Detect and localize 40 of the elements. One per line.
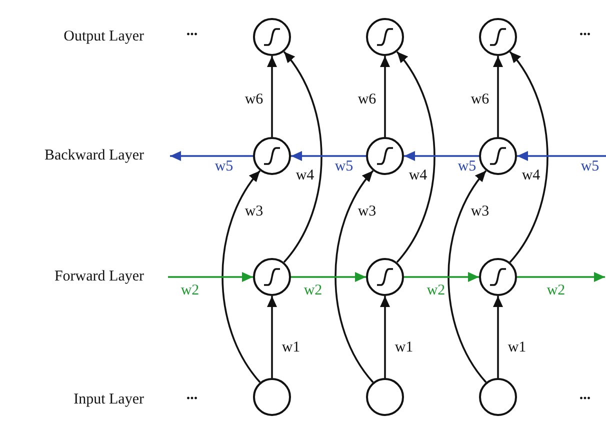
neuron-node [479,18,517,56]
arrow [222,170,261,383]
input-node [366,378,404,416]
neuron-node [366,258,404,296]
arrow [267,56,277,137]
arrow [493,296,503,378]
layer-label: Input Layer [74,392,144,408]
neuron-node [479,258,517,296]
arrow [517,151,606,161]
arrow [509,51,548,263]
neuron-node [366,137,404,175]
ellipsis: ... [186,388,198,403]
ellipsis: ... [186,24,198,39]
neuron-node [253,18,291,56]
arrow [448,170,487,383]
layer-label: Backward Layer [44,148,144,164]
input-node [479,378,517,416]
neuron-node [479,137,517,175]
layer-label: Output Layer [64,30,144,44]
arrow [170,151,253,161]
arrow [404,272,479,282]
arrow [493,56,503,137]
arrow [291,272,366,282]
neuron-node [253,137,291,175]
arrow [168,272,253,282]
arrow [380,296,390,378]
arrow [267,296,277,378]
arrow [334,170,374,383]
arrow [517,272,605,282]
input-node [253,378,291,416]
neuron-node [253,258,291,296]
neuron-node [366,18,404,56]
arrow [380,56,390,137]
arrow [404,151,479,161]
layer-label: Forward Layer [54,270,144,284]
arrow [283,51,322,263]
arrow [291,151,366,161]
arrow [396,51,436,263]
ellipsis: ... [579,388,591,403]
ellipsis: ... [579,24,591,39]
